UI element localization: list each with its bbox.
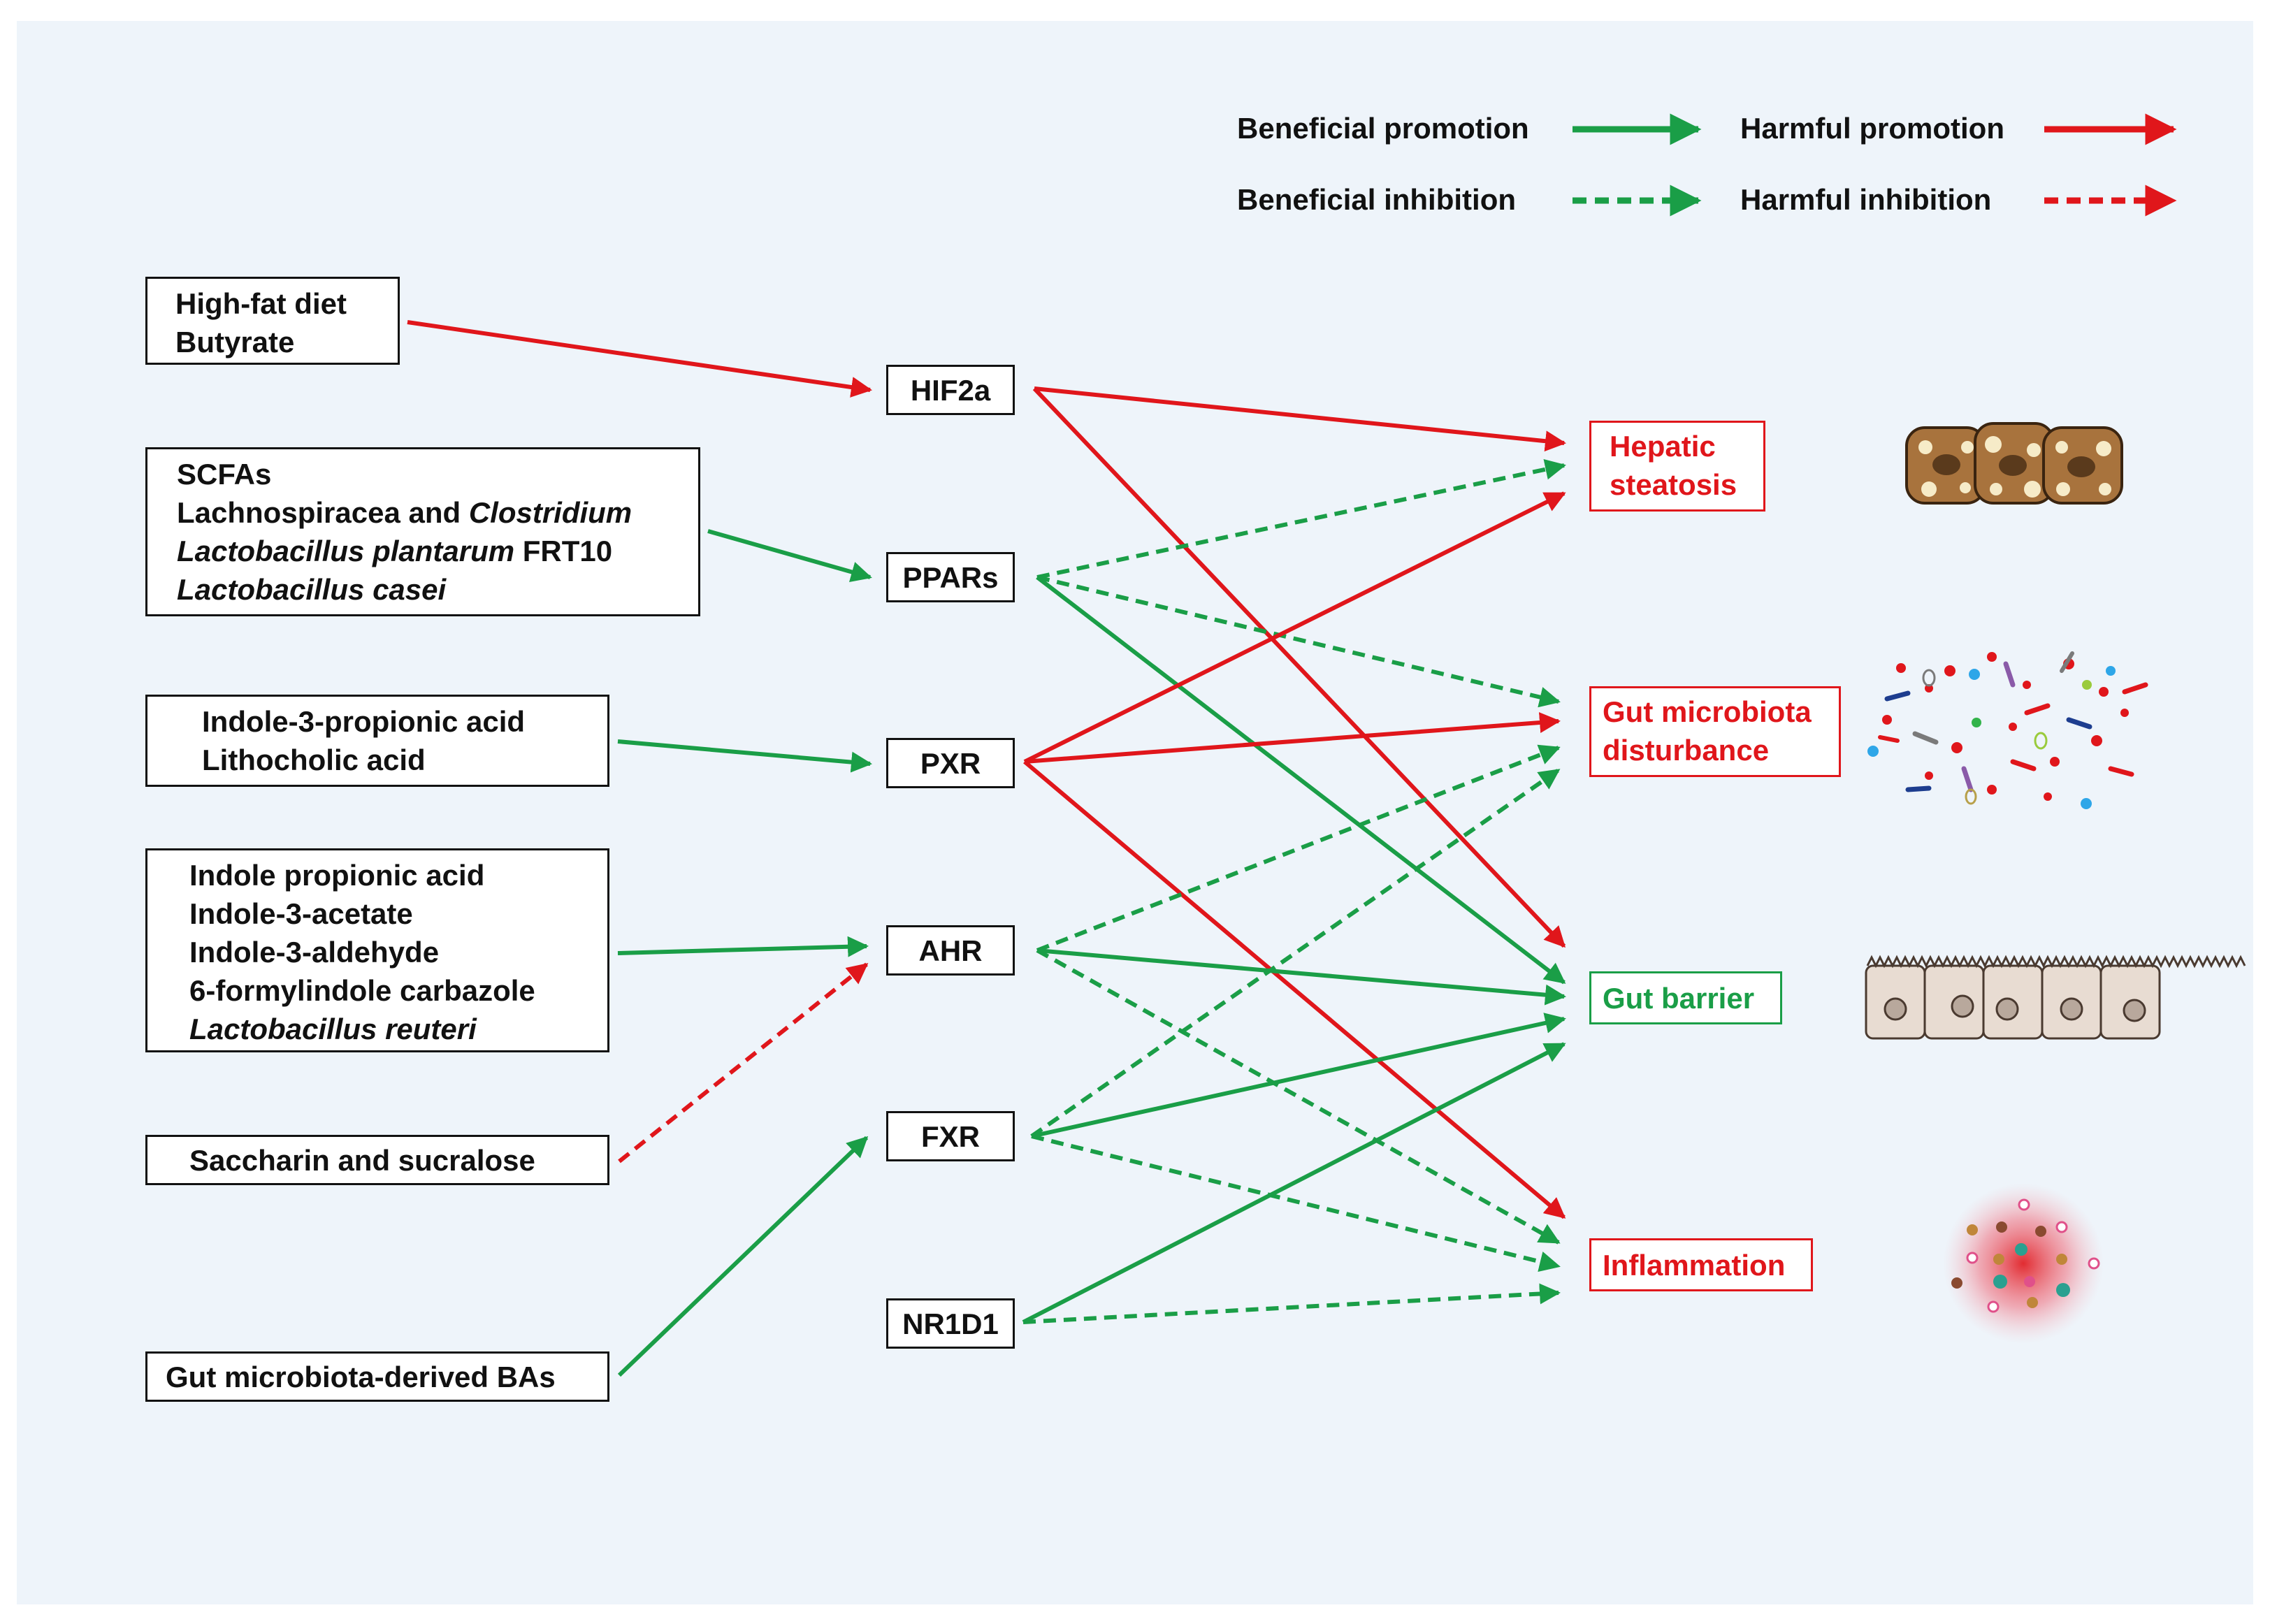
- arrow-indoles-to-ahr: [617, 936, 869, 957]
- outcome-gut-microbiota-disturbance: Gut microbiota disturbance: [1589, 686, 1841, 777]
- arrow-fxr-to-barrier: [1031, 1013, 1566, 1138]
- arrow-ahr-to-inflammation: [1036, 948, 1561, 1245]
- outcome-hepatic-line: Hepatic: [1610, 430, 1716, 463]
- outcome-inflammation: Inflammation: [1589, 1238, 1813, 1291]
- arrow-diet-to-hif2a: [407, 320, 872, 398]
- arrow-fxr-to-inflammation: [1031, 1134, 1561, 1273]
- source-scfa-italic: Lactobacillus plantarum: [177, 535, 515, 567]
- source-scfa-box: SCFAs Lachnospiracea and Clostridium Lac…: [145, 447, 700, 616]
- arrow-nr1d1-to-barrier: [1022, 1042, 1566, 1324]
- source-diet-box: High-fat diet Butyrate: [145, 277, 400, 365]
- outcome-inflammation-line: Inflammation: [1603, 1249, 1786, 1282]
- arrow-bas-to-fxr: [617, 1136, 869, 1377]
- source-indoles-italic: Lactobacillus reuteri: [189, 1013, 477, 1045]
- arrow-hif2a-to-barrier: [1032, 386, 1566, 948]
- arrow-scfa-to-ppars: [707, 529, 872, 583]
- arrow-fxr-to-microbiota: [1030, 768, 1561, 1138]
- arrow-ppars-to-barrier: [1036, 575, 1566, 985]
- source-scfa-line: Lachnospiracea and Clostridium: [177, 493, 698, 532]
- source-scfa-line: Lactobacillus casei: [177, 570, 698, 609]
- source-indoles-line: Indole-3-acetate: [189, 897, 413, 930]
- source-indoles-line: Indole propionic acid: [189, 859, 485, 892]
- receptor-fxr: FXR: [886, 1111, 1015, 1161]
- outcome-hepatic-line: steatosis: [1610, 468, 1737, 501]
- outcome-microbiota-line: Gut microbiota: [1603, 695, 1812, 728]
- source-scfa-text: FRT10: [514, 535, 613, 567]
- arrow-ahr-to-microbiota: [1036, 744, 1561, 952]
- source-bas-box: Gut microbiota-derived BAs: [145, 1351, 609, 1402]
- source-scfa-text: Lachnospiracea and: [177, 496, 469, 529]
- receptor-hif2a: HIF2a: [886, 365, 1015, 415]
- source-indoles-box: Indole propionic acid Indole-3-acetate I…: [145, 848, 609, 1052]
- legend-harmful-promotion-label: Harmful promotion: [1740, 112, 2004, 145]
- legend-beneficial-promotion-label: Beneficial promotion: [1237, 112, 1529, 145]
- arrow-ppars-to-microbiota: [1036, 575, 1561, 708]
- source-scfa-italic: Clostridium: [468, 496, 632, 529]
- legend-beneficial-inhibition-label: Beneficial inhibition: [1237, 183, 1517, 216]
- inflammation-icon: [1943, 1183, 2104, 1344]
- legend-harmful-inhibition-label: Harmful inhibition: [1740, 183, 1992, 216]
- source-indole-pa-line: Indole-3-propionic acid: [202, 705, 526, 738]
- hepatocyte-icon: [1905, 422, 2123, 505]
- source-bas-line: Gut microbiota-derived BAs: [166, 1361, 556, 1393]
- source-indoles-line: Indole-3-aldehyde: [189, 936, 440, 969]
- arrow-nr1d1-to-inflammation: [1022, 1283, 1561, 1324]
- source-diet-line: Butyrate: [175, 326, 295, 358]
- arrow-pxr-to-microbiota: [1024, 712, 1561, 764]
- receptor-ppars: PPARs: [886, 552, 1015, 602]
- arrow-sweeteners-to-ahr: [618, 962, 869, 1163]
- source-sweeteners-line: Saccharin and sucralose: [189, 1144, 535, 1177]
- source-scfa-line: Lactobacillus plantarum FRT10: [177, 532, 698, 570]
- receptor-ahr: AHR: [886, 925, 1015, 976]
- arrow-ahr-to-barrier: [1036, 948, 1566, 1006]
- arrow-hif2a-to-hepatic: [1034, 386, 1566, 452]
- outcome-hepatic-steatosis: Hepatic steatosis: [1589, 421, 1765, 512]
- source-scfa-italic: Lactobacillus casei: [177, 573, 447, 606]
- source-indole-pa-box: Indole-3-propionic acid Lithocholic acid: [145, 695, 609, 787]
- outcome-barrier-line: Gut barrier: [1603, 982, 1755, 1015]
- source-indoles-line: Lactobacillus reuteri: [189, 1010, 607, 1048]
- source-indoles-line: 6-formylindole carbazole: [189, 974, 535, 1007]
- intestinal-epithelium-icon: [1865, 955, 2246, 1040]
- receptor-nr1d1: NR1D1: [886, 1298, 1015, 1349]
- outcome-gut-barrier: Gut barrier: [1589, 971, 1782, 1024]
- outcome-microbiota-line: disturbance: [1603, 734, 1770, 767]
- arrow-indole-pa-to-pxr: [617, 739, 872, 773]
- arrow-pxr-to-hepatic: [1023, 491, 1566, 764]
- source-sweeteners-box: Saccharin and sucralose: [145, 1135, 609, 1185]
- arrow-pxr-to-inflammation: [1023, 760, 1566, 1219]
- receptor-pxr: PXR: [886, 738, 1015, 788]
- arrow-ppars-to-hepatic: [1036, 458, 1566, 579]
- source-diet-line: High-fat diet: [175, 287, 347, 320]
- source-indole-pa-line: Lithocholic acid: [202, 744, 426, 776]
- source-scfa-line: SCFAs: [177, 458, 272, 491]
- microbiota-icon: [1867, 651, 2148, 809]
